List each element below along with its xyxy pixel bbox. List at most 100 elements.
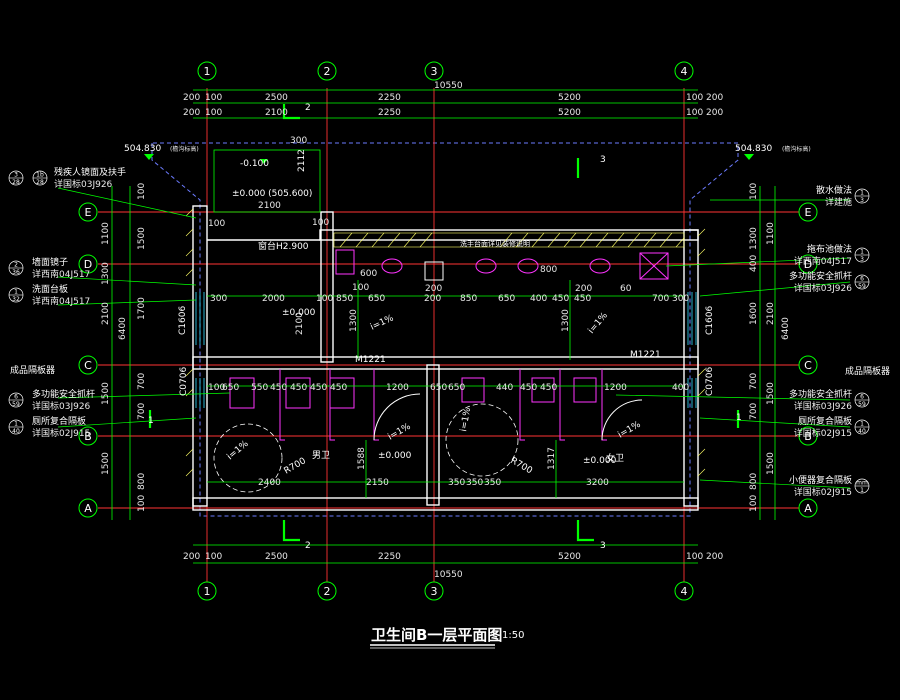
grid-bubble-top-1-label: 1: [204, 65, 211, 78]
inner-dim-d-12: 300: [672, 294, 689, 304]
callout-left-3-label: 成品隔板器: [10, 364, 55, 376]
elevation-ground: ±0.000 (505.600): [232, 189, 312, 199]
callout-left-1-ref-top: 2: [14, 262, 18, 269]
callout-right-2-ref: 659: [854, 274, 870, 290]
top-dim-row1-2: 2500: [265, 93, 288, 103]
top-dim-row2-5: 100: [686, 108, 703, 118]
callout-left-2-ref-bottom: 32: [12, 296, 20, 303]
callout-right-6-ref-bottom: 1: [860, 487, 864, 494]
top-dim-row1-1: 100: [205, 93, 222, 103]
fixtures: [229, 249, 669, 441]
window-b-label-right: C0706: [705, 367, 715, 396]
grid-bubble-left-A: A: [78, 498, 98, 518]
callout-left-4-ref-top: 6: [14, 394, 18, 401]
elevation-floor-a: ±0.000: [282, 308, 316, 318]
top-dim-total: 10550: [434, 81, 463, 91]
bottom-dim-row1-5: 100: [686, 552, 703, 562]
callout-right-4-ref-top: 6: [860, 394, 864, 401]
right-dim-row2-1: 2100: [766, 302, 776, 325]
callout-left-4-ref: 659: [8, 392, 24, 408]
top-dim-row2-6: 200: [706, 108, 723, 118]
left-dim-row2-2: 2100: [101, 302, 111, 325]
top-dim-row1-3: 2250: [378, 93, 401, 103]
inner-dim-c-9: 650: [448, 383, 465, 393]
callout-right-5-ref: 140: [854, 419, 870, 435]
bottom-dim-row1-2: 2500: [265, 552, 288, 562]
inner-dim-c-1: 650: [222, 383, 239, 393]
drawing-title: 卫生间B一层平面图: [371, 626, 502, 644]
inner-dim-c-8: 650: [430, 383, 447, 393]
door-label-left: M1221: [355, 355, 386, 365]
inner-dim-local-8: 200: [575, 284, 592, 294]
left-dim-row1-6: 100: [137, 495, 147, 512]
slope-label-3: i=1%: [226, 439, 251, 463]
bottom-dim-row1-0: 200: [183, 552, 200, 562]
left-dim-row1-1: 1500: [137, 227, 147, 250]
window-b-label-left: C0706: [179, 367, 189, 396]
inner-dim-c-11: 450: [520, 383, 537, 393]
grid-bubble-left-E-label: E: [85, 206, 92, 219]
callout-right-4-ref: 659: [854, 392, 870, 408]
right-dim-row1-3: 1600: [749, 302, 759, 325]
inner-dim-local-5: 600: [360, 269, 377, 279]
callout-left-0-ref2-top: 1b: [36, 172, 44, 179]
grid-bubble-left-C: C: [78, 355, 98, 375]
callout-left-5-ref-text: 详国标02J915: [32, 427, 90, 439]
callout-right-4-ref-bottom: 59: [858, 401, 866, 408]
inner-dim-c-10: 440: [496, 383, 513, 393]
grid-bubble-bottom-3-label: 3: [431, 585, 438, 598]
grid-bubble-top-2: 2: [317, 61, 337, 81]
callout-right-0-ref: 13: [854, 188, 870, 204]
inner-dim-d-8: 400: [530, 294, 547, 304]
inner-dim-c-6: 450: [330, 383, 347, 393]
callout-left-0-ref-bottom: 28: [12, 179, 20, 186]
callout-right-6-ref: mm1: [854, 478, 870, 494]
inner-dim-vert-2: 1588: [357, 447, 367, 470]
grid-bubble-left-D-label: D: [84, 258, 92, 271]
grid-bubble-top-1: 1: [197, 61, 217, 81]
inner-dim-d-3: 850: [336, 294, 353, 304]
bottom-dim-row1-4: 5200: [558, 552, 581, 562]
inner-dim-local-7: 200: [425, 284, 442, 294]
left-dim-row1-2: 1700: [137, 297, 147, 320]
callout-right-5-label: 厕所复合隔板: [798, 415, 852, 427]
right-dim-row1-7: 100: [749, 495, 759, 512]
inner-dim-c-13: 1200: [604, 383, 627, 393]
section-mark-label-2: 2: [305, 541, 311, 551]
callout-left-5-ref-top: 1: [14, 421, 18, 428]
slope-label-6: i=1%: [459, 406, 473, 432]
right-dim-row1-0: 100: [749, 183, 759, 200]
inner-dim-c-14: 400: [672, 383, 689, 393]
grid-bubble-bottom-1-label: 1: [204, 585, 211, 598]
right-dim-row2-2: 1500: [766, 382, 776, 405]
right-dim-row1-2: 400: [749, 255, 759, 272]
height-2112-label: 2112: [297, 149, 307, 172]
inner-dim-d-7: 650: [498, 294, 515, 304]
callout-right-6-label: 小便器复合隔板: [789, 474, 852, 486]
grid-bubble-right-B: B: [798, 426, 818, 446]
section-mark-label-5: 1: [736, 413, 742, 423]
grid-bubble-left-A-label: A: [84, 502, 92, 515]
grid-bubble-bottom-1: 1: [197, 581, 217, 601]
right-dim-row1-6: 800: [749, 473, 759, 490]
grid-bubble-left-C-label: C: [84, 359, 92, 372]
inner-dim-c-12: 450: [540, 383, 557, 393]
dimension-lines: [111, 89, 776, 564]
slope-label-2: i=1%: [587, 311, 611, 336]
grid-bubble-bottom-3: 3: [424, 581, 444, 601]
callout-right-2-ref-text: 详国标03J926: [794, 282, 853, 294]
callout-left-2-ref-text: 详西南04J517: [32, 295, 90, 307]
callout-right-1-ref-bottom: 3: [860, 256, 864, 263]
grid-bubble-right-D: D: [798, 254, 818, 274]
grid-bubble-left-D: D: [78, 254, 98, 274]
room-label-men: 男卫: [312, 450, 330, 461]
inner-dim-vert-4: 2100: [295, 312, 305, 335]
elevation-left-roof-note: (檐沟标高): [170, 145, 199, 153]
callout-right-5-ref-text: 详国标02J915: [794, 427, 852, 439]
left-dim-row2-1: 1300: [101, 262, 111, 285]
axis-lines: [98, 88, 800, 600]
right-dim-row2-3: 1500: [766, 452, 776, 475]
inner-dim-d-0: 300: [210, 294, 227, 304]
